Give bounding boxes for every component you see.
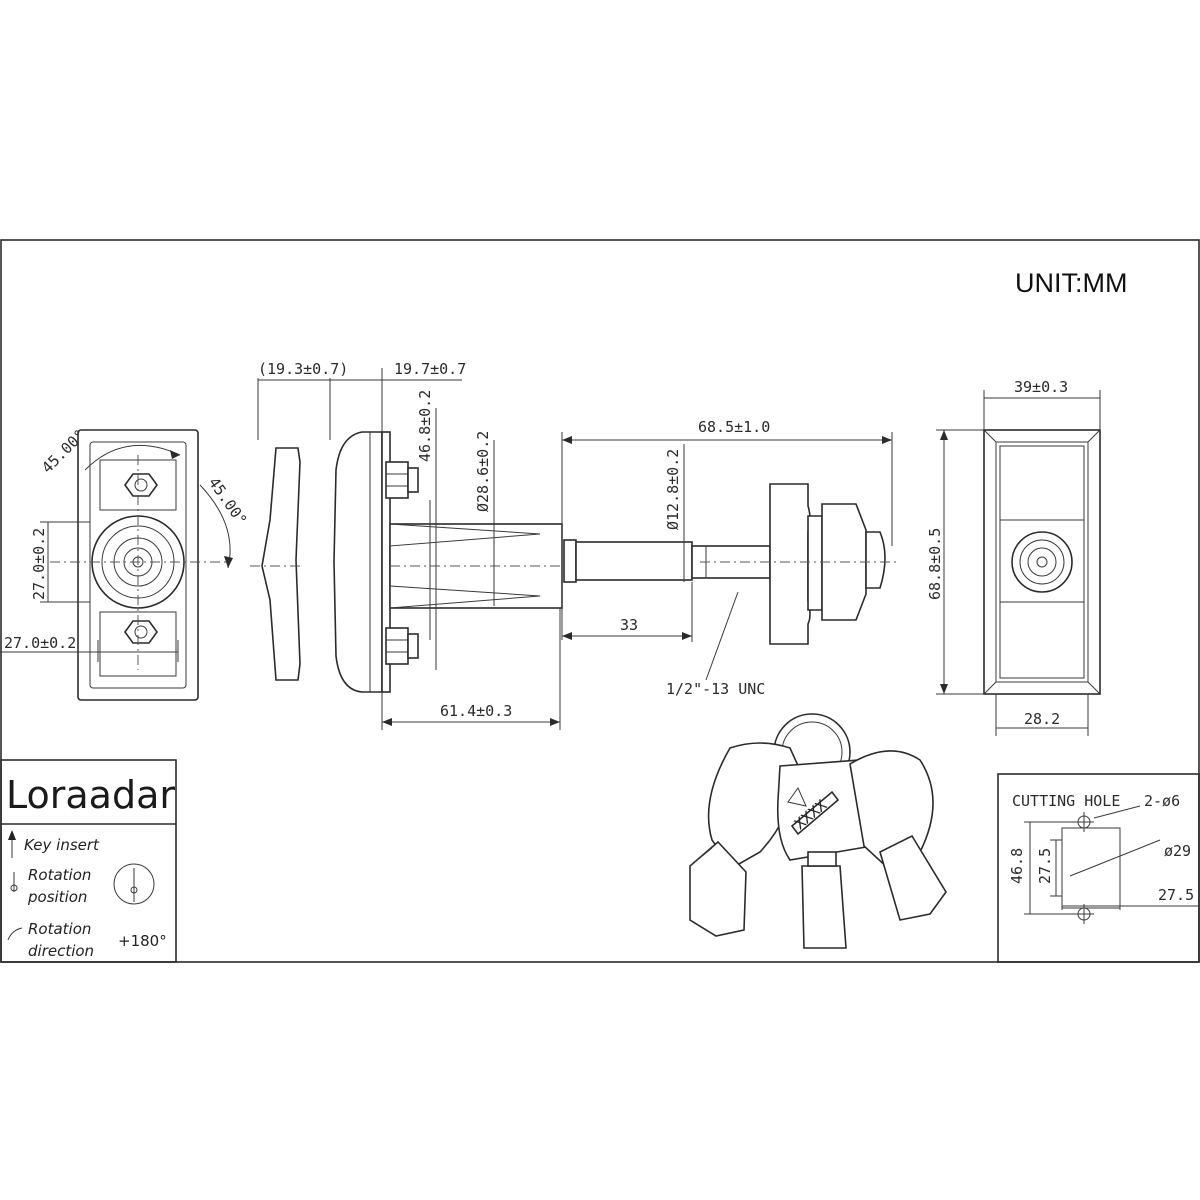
cutting-dim-height-inner: 27.5	[1036, 848, 1054, 884]
back-dim-height: 68.8±0.5	[926, 528, 944, 600]
cutting-hole-box	[997, 773, 1200, 963]
side-dim-top-left: (19.3±0.7)	[258, 360, 348, 378]
front-dim-horizontal: 27.0±0.2	[4, 634, 76, 652]
cutting-hole-title: CUTTING HOLE	[1012, 792, 1120, 810]
legend-rotation-direction-1: Rotation	[28, 920, 91, 938]
legend-box	[0, 759, 177, 963]
side-dim-vert-2: Ø28.6±0.2	[474, 431, 492, 512]
angle-left-label: 45.00°	[38, 426, 89, 477]
side-dim-top-right: 19.7±0.7	[394, 360, 466, 378]
legend-key-insert: Key insert	[24, 836, 100, 854]
thread-label: 1/2"-13 UNC	[666, 680, 765, 698]
drawing-frame	[0, 239, 1200, 963]
angle-right-label: 45.00°	[205, 474, 251, 529]
cutting-dim-width: 27.5	[1158, 886, 1194, 904]
back-dim-inner: 28.2	[1024, 710, 1060, 728]
cutting-dim-diameter: ø29	[1164, 842, 1191, 860]
front-dim-vertical: 27.0±0.2	[30, 528, 48, 600]
side-dim-bottom: 61.4±0.3	[440, 702, 512, 720]
unit-label: UNIT:MM	[1015, 268, 1127, 298]
back-dim-width: 39±0.3	[1014, 378, 1068, 396]
legend-rotation-position-1: Rotation	[28, 866, 91, 884]
shaft-dim-length: 33	[620, 616, 638, 634]
keys-illustration	[689, 713, 947, 949]
legend-rotation-value: +180°	[118, 932, 167, 950]
front-view	[0, 429, 233, 701]
legend-rotation-direction-2: direction	[28, 942, 94, 960]
shaft-view	[561, 432, 900, 681]
cutting-dim-height-outer: 46.8	[1008, 848, 1026, 884]
legend-rotation-position-2: position	[27, 888, 87, 906]
shaft-dim-overall: 68.5±1.0	[698, 418, 770, 436]
cutting-hole-holes: 2-ø6	[1144, 792, 1180, 810]
side-view	[250, 368, 563, 730]
side-dim-vert-1: 46.8±0.2	[416, 390, 434, 462]
back-view	[936, 390, 1101, 736]
legend-brand: Loraadar	[6, 773, 175, 817]
shaft-dim-diameter: Ø12.8±0.2	[664, 449, 682, 530]
